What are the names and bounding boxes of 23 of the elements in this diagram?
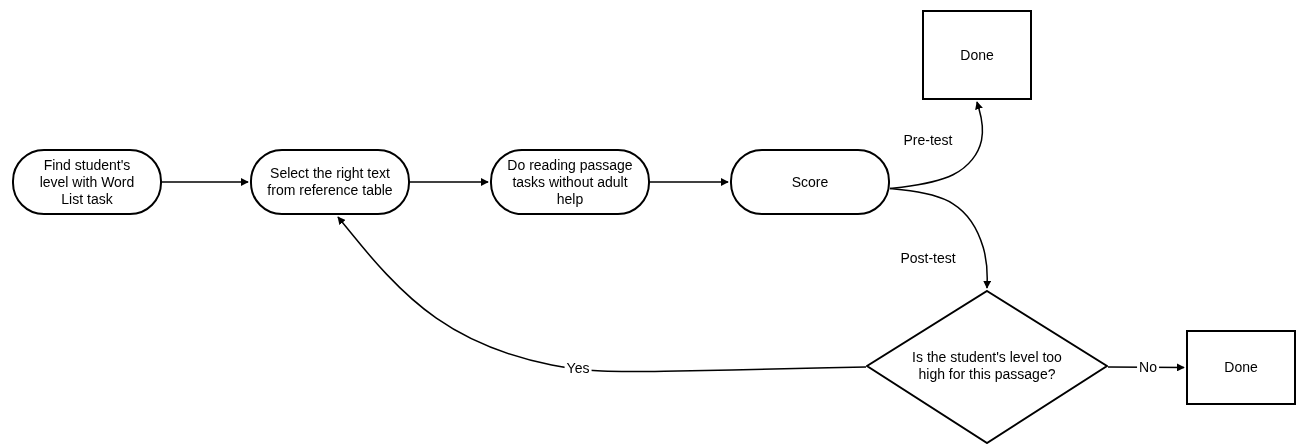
arrow	[889, 187, 992, 289]
edge-label: Post-test	[898, 250, 958, 266]
process-box	[490, 149, 650, 215]
end-box	[922, 10, 1032, 100]
arrow	[409, 178, 489, 186]
end-box	[1186, 330, 1296, 405]
edge-label: No	[1137, 359, 1159, 375]
edge-label: Pre-test	[901, 132, 955, 148]
decision-diamond	[866, 290, 1108, 444]
process-box	[730, 149, 890, 215]
arrow	[649, 178, 729, 186]
arrow	[337, 216, 867, 373]
process-box	[12, 149, 162, 215]
node-label: Select the right text from reference table	[266, 165, 394, 199]
node-label: Is the student's level too high for this passage?	[911, 349, 1063, 383]
node-label: Score	[791, 173, 829, 191]
node-label: Done	[1224, 359, 1258, 376]
arrow	[161, 178, 249, 186]
process-box	[250, 149, 410, 215]
node-label: Find student's level with Word List task	[38, 156, 136, 208]
edge-label: Yes	[564, 360, 592, 376]
node-label: Do reading passage tasks without adult help	[506, 156, 634, 208]
node-label: Done	[960, 46, 994, 64]
